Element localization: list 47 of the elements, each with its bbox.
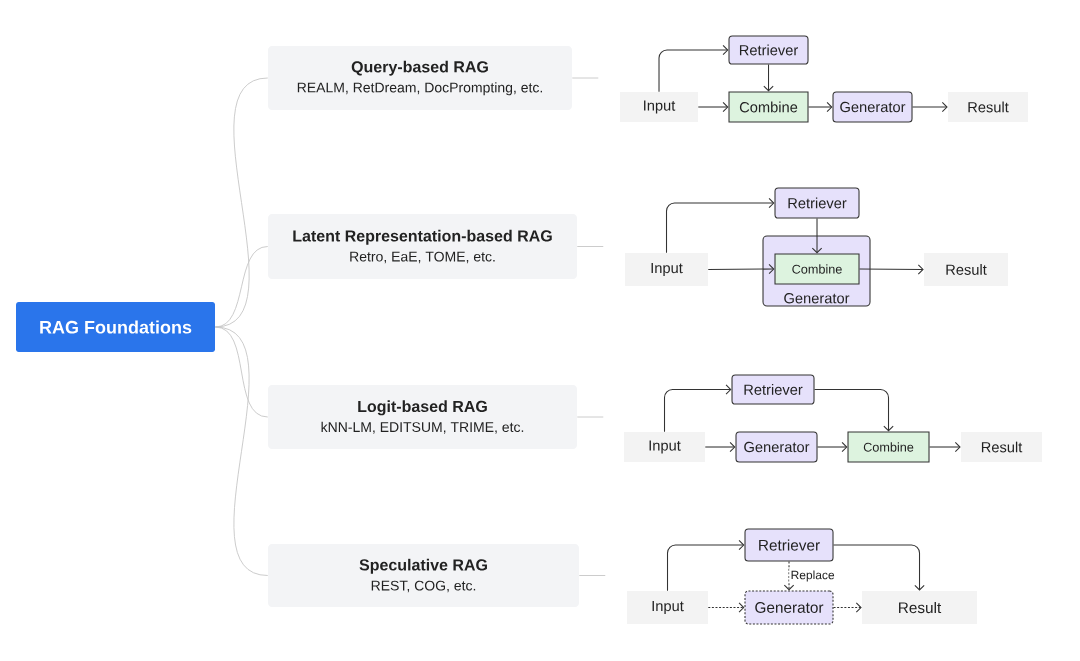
arrow (833, 602, 862, 613)
process-box: Retriever (774, 187, 860, 219)
arrow (658, 44, 729, 93)
terminal-box: Input (620, 92, 698, 122)
connector-line (576, 246, 604, 247)
category-box: Logit-based RAG kNN-LM, EDITSUM, TRIME, etc. (268, 385, 577, 449)
arrow (814, 388, 894, 432)
arrow (663, 384, 732, 433)
category-box: Latent Representation-based RAG Retro, EaE, TOME, etc. (268, 214, 577, 279)
terminal-box: Result (862, 591, 977, 624)
process-box: Generator (832, 91, 913, 123)
arrow (665, 197, 775, 254)
arrow (817, 441, 848, 453)
process-box: Retriever (744, 528, 834, 562)
category-box: Query-based RAG REALM, RetDream, DocPrompting, etc. (268, 46, 572, 110)
process-box: Generator (744, 590, 834, 625)
branch-line (214, 326, 269, 576)
combine-box: Combine (847, 431, 930, 463)
arrow (704, 441, 736, 453)
arrow (808, 101, 833, 113)
arrow (707, 263, 775, 275)
edge-label: Replace (789, 569, 836, 583)
arrow (707, 602, 745, 613)
terminal-box: Result (948, 92, 1028, 122)
combine-box: Combine (774, 253, 860, 285)
terminal-box: Input (627, 591, 708, 624)
root-box: RAG Foundations (16, 302, 215, 352)
terminal-box: Result (961, 432, 1042, 462)
arrow (697, 101, 729, 113)
terminal-box: Input (624, 432, 705, 462)
arrow (783, 561, 795, 591)
arrow (666, 539, 745, 592)
arrow (763, 64, 774, 92)
terminal-box: Input (625, 253, 708, 286)
arrow (912, 101, 948, 113)
process-box: Generator (735, 431, 818, 463)
arrow (833, 544, 925, 591)
arrow (811, 218, 823, 254)
branch-line (214, 246, 269, 328)
process-box: Retriever (728, 35, 809, 65)
terminal-box: Result (924, 253, 1008, 286)
arrow (859, 264, 924, 275)
arrow (929, 441, 961, 453)
connector-line (578, 575, 606, 576)
process-box: Retriever (731, 374, 815, 405)
combine-box: Combine (728, 91, 809, 123)
category-box: Speculative RAG REST, COG, etc. (268, 544, 579, 607)
